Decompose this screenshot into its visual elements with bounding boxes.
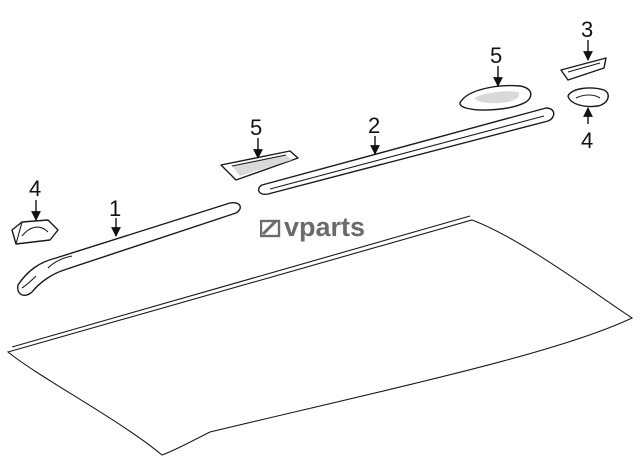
callout-4-left: 4 [29,176,41,221]
left-roof-rail [17,201,241,297]
vparts-logo-icon [260,219,281,238]
callout-1: 1 [109,196,121,237]
rail-end-cap-right [459,84,532,111]
mounting-bracket-right [567,87,609,108]
right-roof-rail [257,107,555,196]
rail-cover-left [220,150,299,181]
callout-label: 5 [490,43,502,68]
callout-label: 1 [109,196,121,221]
callout-3: 3 [581,17,593,61]
callout-5-right: 5 [490,43,503,87]
callout-label: 2 [368,113,380,138]
callout-label: 5 [250,115,262,140]
roof-panel [6,215,634,456]
callout-4-right: 4 [581,107,593,153]
callout-label: 3 [581,17,593,42]
callout-5-left: 5 [250,115,263,159]
callout-2: 2 [368,113,380,155]
rail-cover-3 [560,57,607,81]
watermark-logo: vparts [260,214,365,241]
mounting-bracket-left [11,219,59,245]
callout-label: 4 [581,128,593,153]
watermark-text: vparts [284,212,366,242]
callout-label: 4 [29,176,41,201]
